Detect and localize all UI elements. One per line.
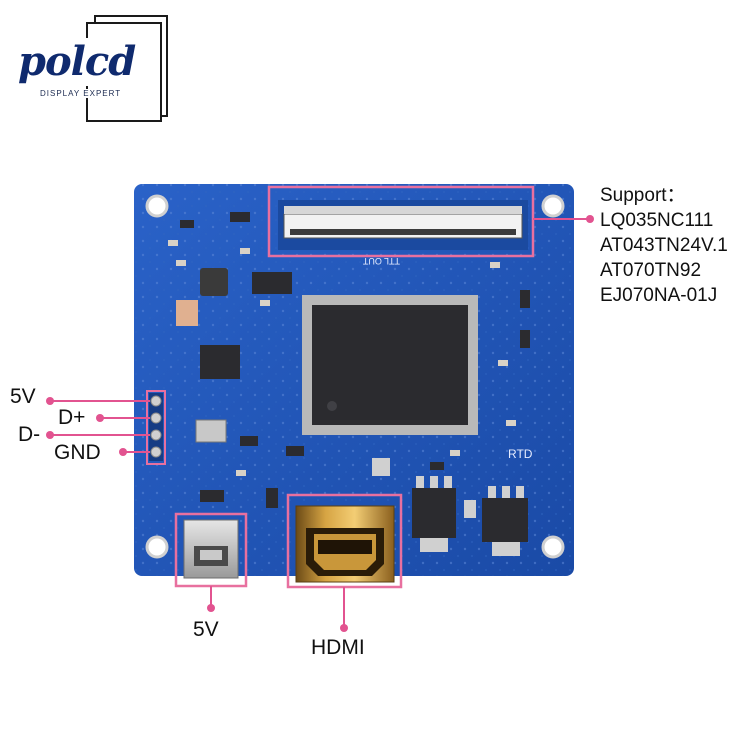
fpc-highlight <box>267 185 535 258</box>
ic-marking: RTD <box>508 447 533 461</box>
support-model: AT070TN92 <box>600 260 702 281</box>
voltage-regulator-1 <box>412 476 456 552</box>
voltage-regulator-2 <box>482 486 528 556</box>
hdmi-label: HDMI <box>311 636 365 659</box>
support-title: Support： <box>600 185 686 206</box>
support-list: Support： LQ035NC111 AT043TN24V.1 AT070TN… <box>600 183 728 308</box>
support-model: AT043TN24V.1 <box>600 235 728 256</box>
mini-usb-port <box>183 519 239 579</box>
mounting-holes <box>145 194 565 559</box>
pin-label-gnd: GND <box>54 441 101 464</box>
main-chip <box>302 295 478 435</box>
usb-label: 5V <box>193 618 219 641</box>
logo-wordmark: polcd <box>18 38 140 86</box>
pin-label-5v: 5V <box>10 385 36 408</box>
pins-highlight <box>146 390 166 465</box>
silkscreen-ttl: TTL OUT <box>362 256 400 266</box>
pin-label-dplus: D+ <box>58 406 86 429</box>
support-model: LQ035NC111 <box>600 210 714 231</box>
support-model: EJ070NA-01J <box>600 285 718 306</box>
header-pins <box>149 393 163 461</box>
logo-tagline: DISPLAY EXPERT <box>40 89 125 98</box>
pin-label-dminus: D- <box>18 423 41 446</box>
hdmi-port <box>295 505 395 583</box>
